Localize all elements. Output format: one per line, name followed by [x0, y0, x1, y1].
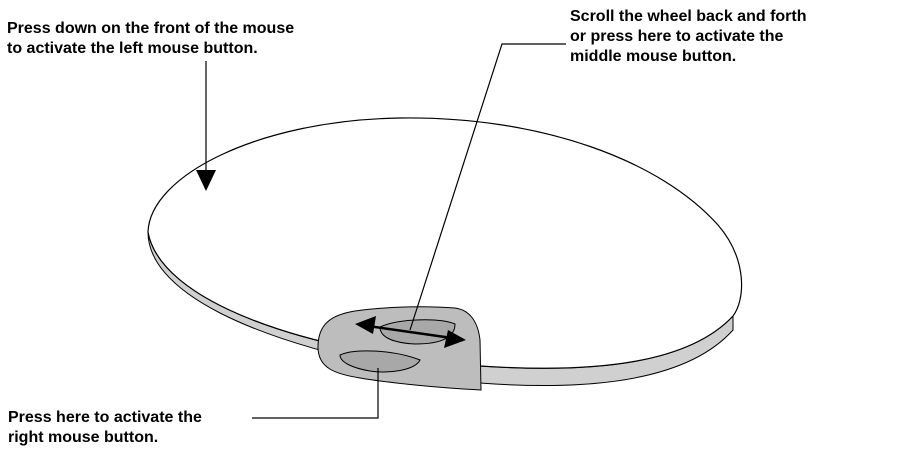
right-button-callout-line2: right mouse button. [8, 429, 159, 446]
right-button-callout: Press here to activate the right mouse b… [8, 408, 202, 448]
left-button-callout-line2: to activate the left mouse button. [7, 40, 258, 57]
scroll-arrow-right-head [444, 330, 466, 348]
right-button-leader [252, 368, 379, 419]
left-button-arrowhead [196, 170, 216, 191]
scroll-arrow-shaft [367, 324, 453, 340]
middle-button-callout-line1: Scroll the wheel back and forth [570, 8, 807, 25]
middle-button-callout-line2: or press here to activate the [570, 28, 784, 45]
left-button-callout: Press down on the front of the mouse to … [7, 19, 294, 59]
scroll-arrow-left-head [355, 316, 376, 334]
right-mouse-button[interactable] [339, 350, 421, 373]
button-housing [317, 306, 482, 391]
left-button-callout-line1: Press down on the front of the mouse [7, 20, 295, 37]
right-button-callout-line1: Press here to activate the [8, 409, 202, 426]
middle-button-leader [409, 43, 566, 331]
middle-button-callout: Scroll the wheel back and forth or press… [570, 7, 807, 67]
middle-button-callout-line3: middle mouse button. [570, 48, 737, 65]
